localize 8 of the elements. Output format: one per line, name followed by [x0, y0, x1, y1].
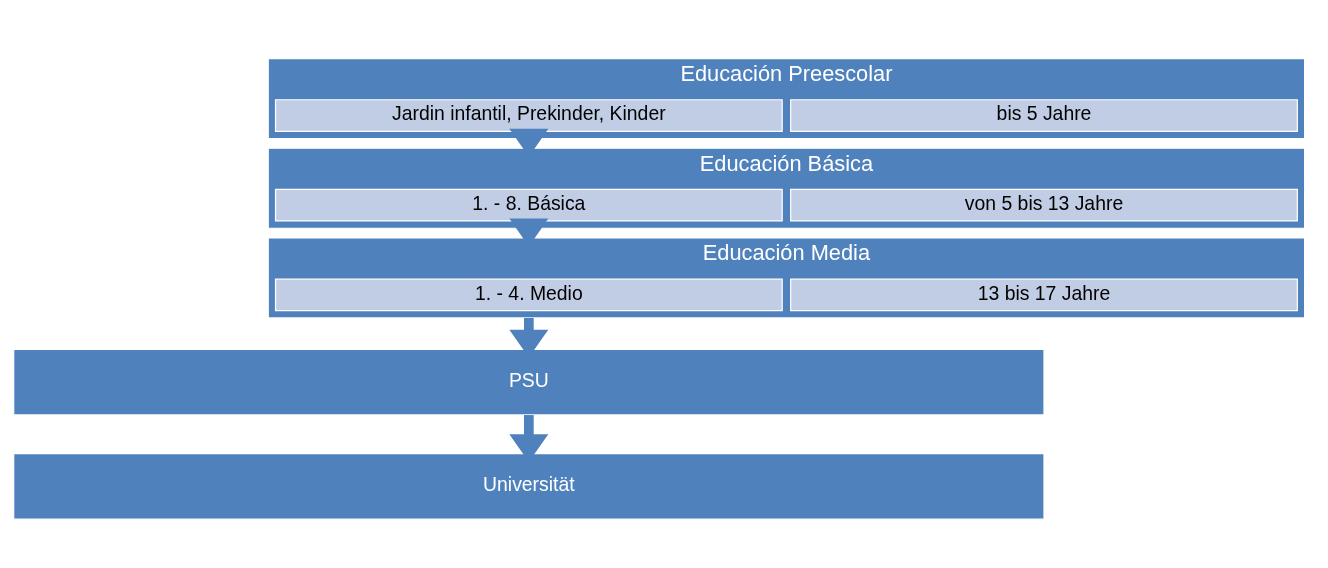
- node-box: Jardin infantil, Prekinder, Kinder: [274, 99, 783, 132]
- node-box: PSU: [13, 348, 1045, 416]
- node-box: Universität: [13, 453, 1045, 520]
- node-box: 1. - 4. Medio: [274, 278, 783, 312]
- node-box: 13 bis 17 Jahre: [790, 278, 1298, 312]
- node-box: bis 5 Jahre: [790, 99, 1298, 132]
- node-box: 1. - 8. Básica: [274, 188, 783, 222]
- node-box: von 5 bis 13 Jahre: [790, 188, 1298, 222]
